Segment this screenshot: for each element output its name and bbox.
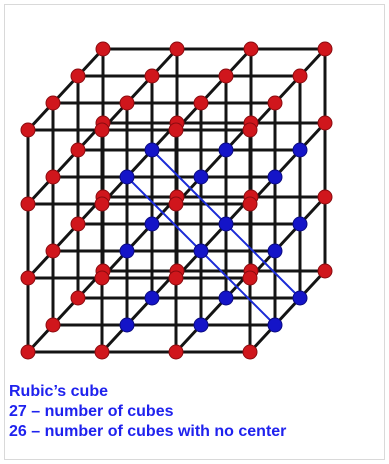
inner-node <box>193 317 209 333</box>
outer-node <box>45 243 61 259</box>
inner-node <box>144 290 160 306</box>
lattice-nodes <box>20 41 333 360</box>
outer-node <box>317 263 333 279</box>
outer-node <box>168 122 184 138</box>
outer-node <box>20 196 36 212</box>
inner-node <box>292 216 308 232</box>
outer-node <box>168 344 184 360</box>
outer-node <box>317 115 333 131</box>
outer-node <box>292 68 308 84</box>
outer-node <box>242 270 258 286</box>
outer-node <box>70 290 86 306</box>
outer-node <box>242 344 258 360</box>
inner-node <box>144 216 160 232</box>
inner-node <box>193 169 209 185</box>
inner-node <box>119 317 135 333</box>
inner-node <box>119 243 135 259</box>
outer-node <box>317 41 333 57</box>
outer-node <box>20 122 36 138</box>
caption: Rubic’s cube 27 – number of cubes 26 – n… <box>9 382 385 442</box>
outer-node <box>242 196 258 212</box>
outer-node <box>70 68 86 84</box>
outer-node <box>267 95 283 111</box>
inner-node <box>218 216 234 232</box>
inner-node <box>267 169 283 185</box>
outer-node <box>193 95 209 111</box>
inner-node <box>292 290 308 306</box>
outer-node <box>45 317 61 333</box>
outer-node <box>70 142 86 158</box>
inner-node <box>267 317 283 333</box>
inner-node <box>267 243 283 259</box>
outer-node <box>242 122 258 138</box>
outer-node <box>95 41 111 57</box>
inner-node <box>144 142 160 158</box>
outer-node <box>20 344 36 360</box>
caption-title: Rubic’s cube <box>9 383 108 400</box>
outer-node <box>169 41 185 57</box>
outer-node <box>218 68 234 84</box>
outer-node <box>70 216 86 232</box>
outer-node <box>45 169 61 185</box>
outer-node <box>243 41 259 57</box>
image-border <box>4 4 385 460</box>
outer-node <box>144 68 160 84</box>
outer-node <box>20 270 36 286</box>
outer-node <box>168 270 184 286</box>
outer-node <box>119 95 135 111</box>
caption-cube-count: 27 – number of cubes <box>9 403 174 420</box>
outer-node <box>45 95 61 111</box>
inner-node <box>218 290 234 306</box>
inner-node <box>292 142 308 158</box>
outer-node <box>317 189 333 205</box>
outer-node <box>94 122 110 138</box>
outer-node <box>168 196 184 212</box>
caption-no-center-count: 26 – number of cubes with no center <box>9 423 287 440</box>
outer-node <box>94 344 110 360</box>
outer-node <box>94 270 110 286</box>
inner-node <box>193 243 209 259</box>
cube-lattice-diagram <box>20 41 333 360</box>
inner-node <box>218 142 234 158</box>
outer-node <box>94 196 110 212</box>
inner-node <box>119 169 135 185</box>
